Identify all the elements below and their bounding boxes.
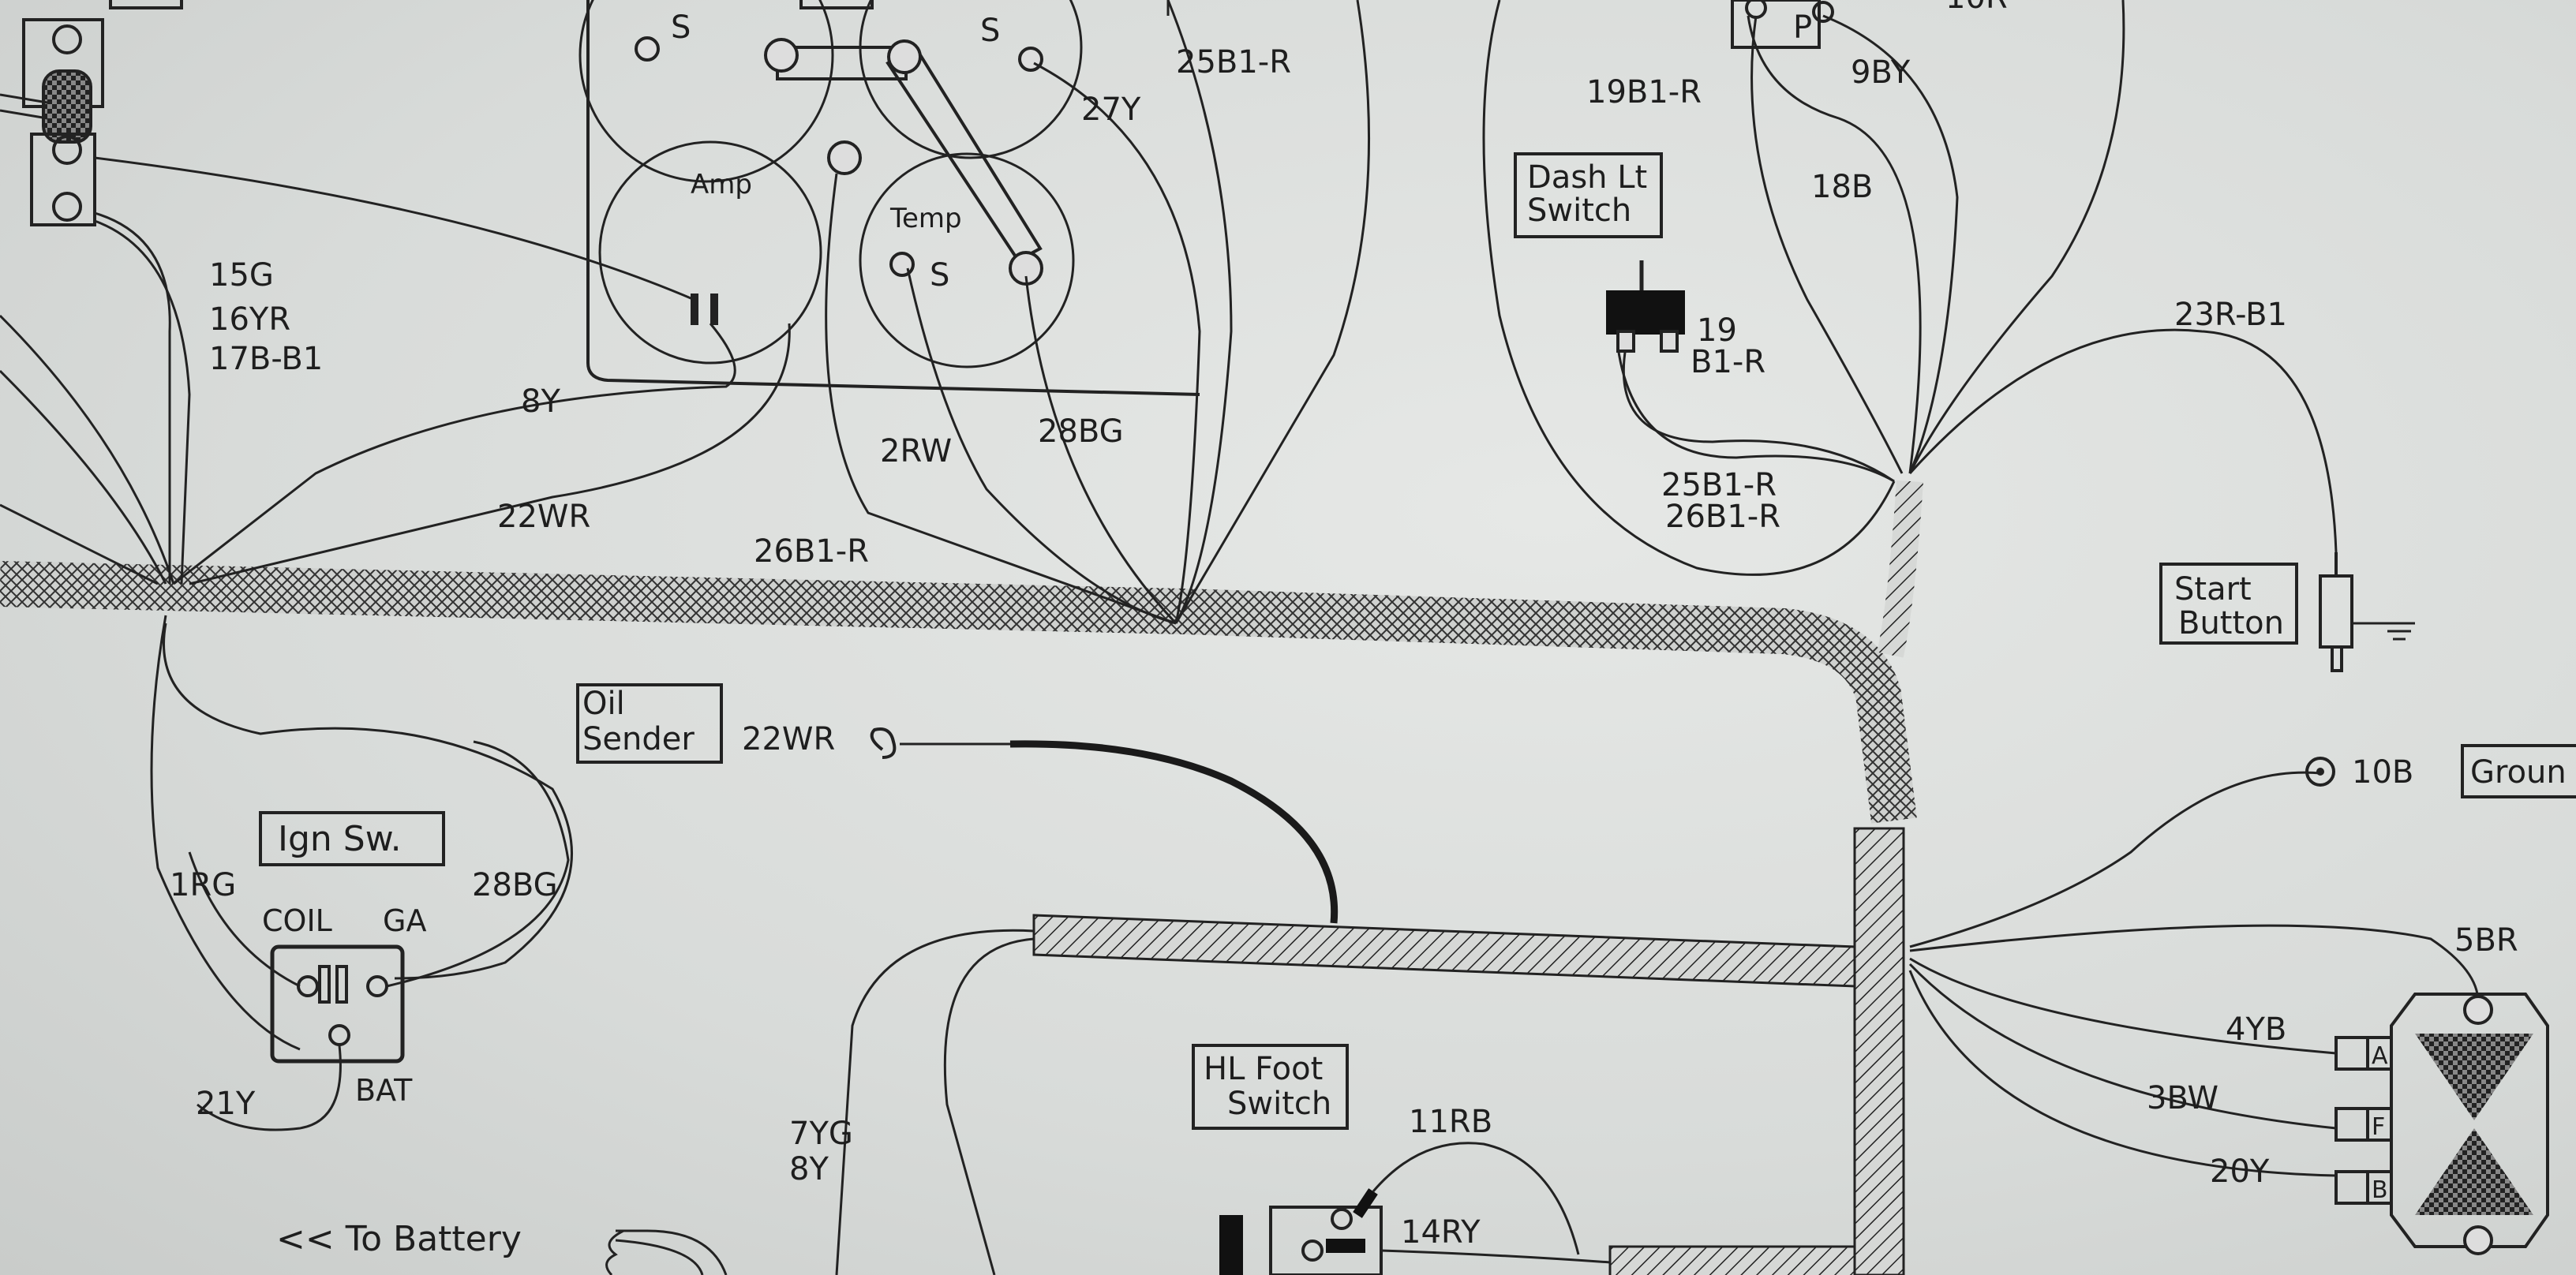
wire-label: 22WR xyxy=(497,499,590,535)
harness-vertical xyxy=(1853,827,1905,1275)
harness-lower xyxy=(1032,914,1856,988)
wire-label: 10R xyxy=(1945,0,2008,16)
ignition-wires xyxy=(188,740,570,1131)
wire-label: 9BY xyxy=(1851,54,1911,91)
terminal xyxy=(827,140,862,175)
wire-label: 15G xyxy=(209,257,274,294)
wire-label: 17B-B1 xyxy=(209,341,323,377)
wire-label: 5BR xyxy=(2454,922,2518,959)
box-label: Dash Lt xyxy=(1527,159,1647,196)
wire-label: 2RW xyxy=(880,433,952,469)
to-battery-wire xyxy=(605,1229,624,1275)
wire-label: 10B xyxy=(2352,754,2413,791)
regulator-terminal-label: B xyxy=(2372,1176,2388,1204)
terminal-label: P xyxy=(1793,9,1812,46)
box-label: Sender xyxy=(582,721,695,757)
top-left-box-fragment xyxy=(799,0,874,9)
terminal xyxy=(635,36,660,62)
to-battery-label: << To Battery xyxy=(276,1219,522,1259)
terminal-label: GA xyxy=(383,903,426,938)
wire-label: 25B1-R xyxy=(1176,44,1291,80)
box-label: Start xyxy=(2174,571,2252,608)
wire-label: 1RG xyxy=(170,867,236,903)
gauge-temp-label: Temp xyxy=(889,203,962,234)
terminal xyxy=(764,38,799,73)
wire-label: 20Y xyxy=(2210,1153,2270,1190)
wire-label: 22WR xyxy=(742,721,835,757)
gauge-s-label: S xyxy=(980,13,1000,49)
top-right-connector xyxy=(1731,0,1834,49)
box-label: Button xyxy=(2178,605,2284,641)
hl-foot-switch-box xyxy=(1192,1044,1349,1130)
left-wires xyxy=(0,93,573,1051)
oil-sender-symbol xyxy=(870,727,1339,924)
wire-label: 21Y xyxy=(196,1086,256,1122)
instrument-panel-outline xyxy=(586,0,1200,396)
harness-bottom xyxy=(1608,1245,1856,1275)
wire-label: 18B xyxy=(1811,169,1873,205)
ground-box xyxy=(2461,744,2576,798)
box-label: Switch xyxy=(1527,193,1631,229)
wire-label: 19B1-R xyxy=(1586,74,1702,110)
harness-branch-right xyxy=(1877,480,1923,658)
gauge-temp xyxy=(859,152,1075,368)
wire-label: 7YG xyxy=(789,1116,853,1152)
voltage-regulator xyxy=(2334,993,2549,1255)
box-label: Switch xyxy=(1227,1086,1331,1122)
terminal-label: BAT xyxy=(355,1073,413,1108)
box-label: Groun xyxy=(2470,754,2567,791)
wire-label: B1-R xyxy=(1690,344,1765,380)
dash-light-switch-symbol xyxy=(1606,260,1685,353)
wire-label: 25B1-R xyxy=(1661,467,1777,503)
terminal xyxy=(887,39,922,74)
wire-label: 4YB xyxy=(2226,1011,2286,1048)
wire-label: 8Y xyxy=(521,383,560,420)
wire-label: 8Y xyxy=(789,1151,829,1187)
gauge-s-label: S xyxy=(671,9,691,46)
wire-label: 26B1-R xyxy=(1665,499,1780,535)
wire-label: 14RY xyxy=(1401,1214,1481,1251)
regulator-terminal-label: A xyxy=(2372,1042,2388,1070)
panel-wires xyxy=(94,0,1371,625)
terminal-label: COIL xyxy=(262,903,332,938)
main-harness xyxy=(0,561,1917,824)
wire-label: 19 xyxy=(1697,312,1737,349)
gauge-amp-label: Amp xyxy=(691,169,752,200)
dash-lt-switch-box xyxy=(1514,152,1663,238)
ground-terminal xyxy=(2305,757,2335,787)
amp-terminal-block xyxy=(691,294,718,325)
gauge-left xyxy=(578,0,834,183)
start-button-box xyxy=(2159,563,2298,645)
regulator-terminal-label: F xyxy=(2372,1113,2385,1141)
ign-sw-box xyxy=(259,811,445,866)
top-left-box-fragment xyxy=(109,0,183,9)
wire-label: 28BG xyxy=(1038,413,1124,450)
box-label: Oil xyxy=(582,686,625,722)
wire-label: 27Y xyxy=(1081,92,1141,128)
left-connector xyxy=(22,18,104,226)
wire-label: 16YR xyxy=(209,301,290,338)
oil-sender-box xyxy=(576,683,723,764)
right-wires xyxy=(1482,0,2480,1177)
hl-foot-switch-symbol xyxy=(1219,1188,1383,1275)
start-button-symbol xyxy=(2319,552,2415,672)
wire-label: 28BG xyxy=(472,867,558,903)
foot-switch-wires xyxy=(615,929,1611,1275)
box-label: Ign Sw. xyxy=(278,819,402,859)
wire-label: 11RB xyxy=(1409,1104,1492,1140)
ignition-switch-symbol xyxy=(270,944,405,1064)
wire-label: 3BW xyxy=(2147,1080,2218,1116)
box-label: HL Foot xyxy=(1204,1051,1323,1087)
gauge-amp xyxy=(598,140,822,365)
wire-label: 23R-B1 xyxy=(2174,297,2287,333)
ground-terminal-dot xyxy=(2316,768,2324,776)
wire-label: 26B1-R xyxy=(754,533,869,570)
gauge-s-label: S xyxy=(930,257,949,294)
terminal xyxy=(889,252,915,277)
